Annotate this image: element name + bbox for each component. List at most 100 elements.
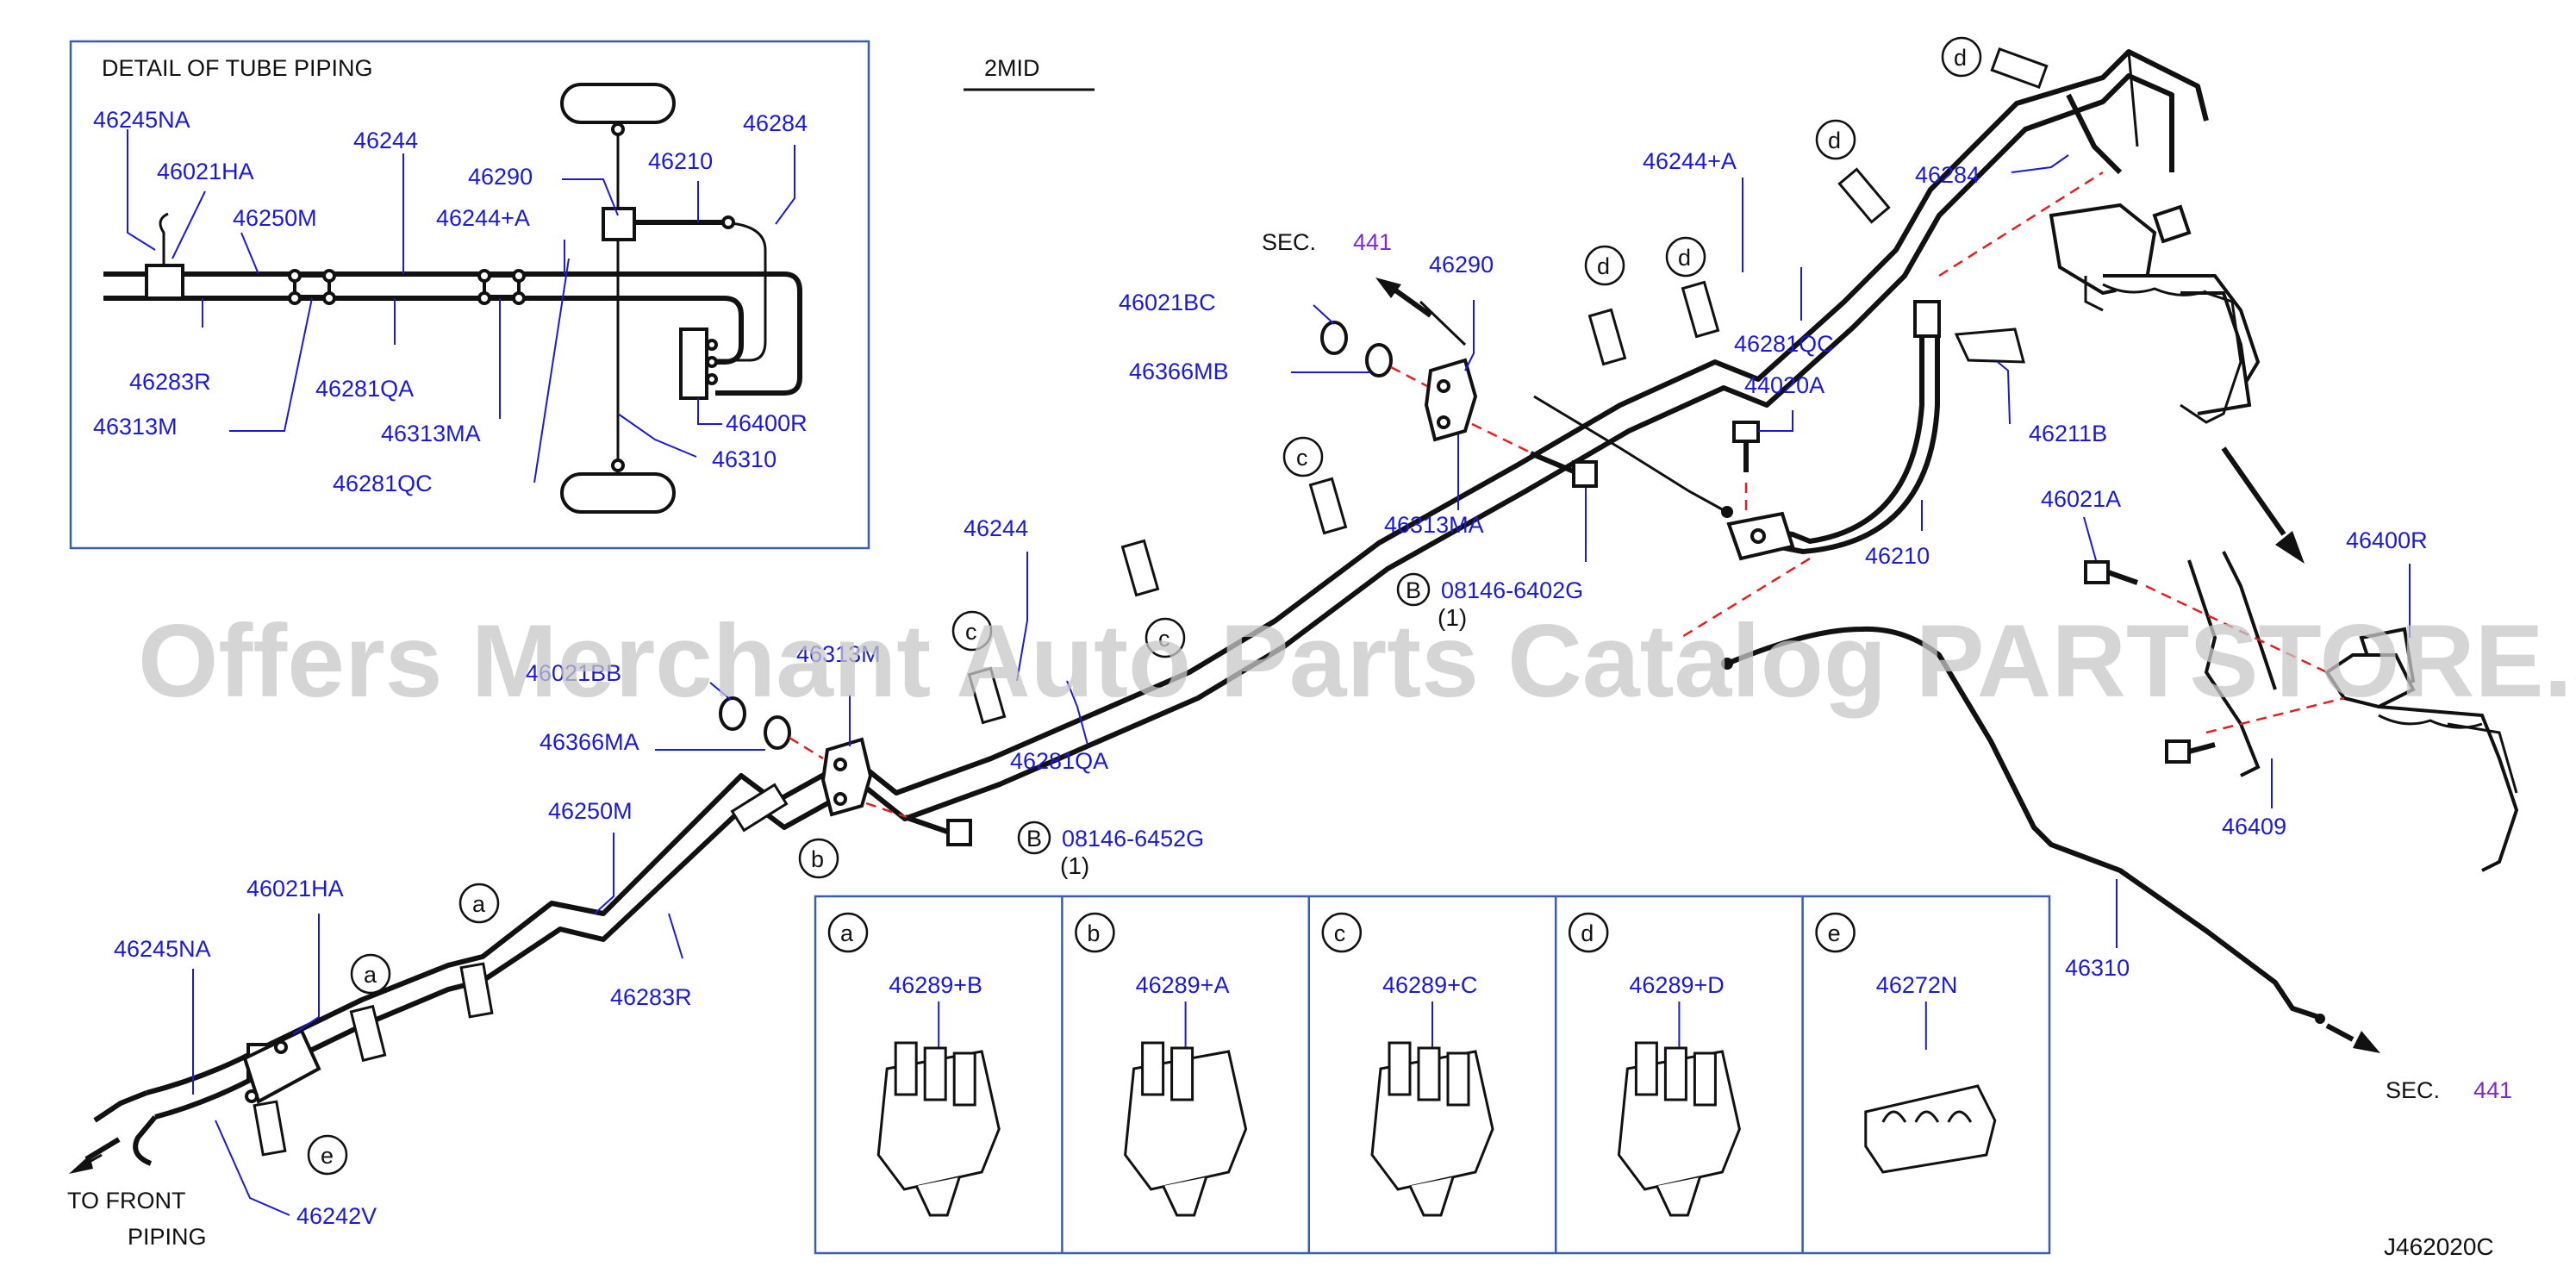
label-08146-6402G: 08146-6402G [1441, 577, 1583, 603]
bolt-08146-6452G [946, 819, 972, 846]
detail-valve [679, 328, 708, 400]
label-46400R: 46400R [2346, 527, 2428, 553]
tube-clip-a2 [349, 1004, 387, 1063]
detail-label-46313MA: 46313MA [381, 421, 481, 446]
tube-clip-d1 [1587, 308, 1627, 366]
tube-clip-a1 [459, 962, 494, 1019]
tube-clip-c3 [1308, 477, 1348, 535]
tube-run-upper [146, 49, 2209, 1095]
label-46281QA: 46281QA [1010, 748, 1108, 774]
line-46310 [1725, 626, 2319, 1020]
washer-46366MA [764, 715, 791, 750]
arrow-down-caliper [2275, 531, 2305, 564]
washer-46021BC [1320, 321, 1348, 355]
label-46242V: 46242V [296, 1203, 377, 1229]
clip-46211B [1954, 328, 2025, 364]
detail-label-46283R: 46283R [129, 369, 211, 395]
clip-cell-letter: d [1581, 920, 1594, 946]
marker-d-2: d [1678, 245, 1691, 271]
clip-cell-part: 46272N [1876, 972, 1958, 998]
tube-clip-e [253, 1100, 287, 1157]
marker-bolt-b-upper: B [1406, 577, 1421, 603]
label-46281QC: 46281QC [1734, 331, 1834, 357]
main-tube-assembly [69, 47, 2519, 1174]
clip-cell-letter: e [1828, 920, 1841, 946]
label-46021BB: 46021BB [526, 660, 621, 686]
detail-label-46281QC: 46281QC [333, 471, 433, 496]
detail-tube-lower [103, 296, 744, 365]
marker-d-1: d [1597, 253, 1610, 279]
label-46021A: 46021A [2041, 486, 2121, 512]
tube-clip-d3 [1837, 167, 1891, 224]
label-46310: 46310 [2065, 955, 2130, 981]
tube-clip-c2 [1120, 539, 1160, 597]
watermark: Offers Merchant Auto Parts Catalog PARTS… [138, 603, 2576, 719]
detail-label-46244: 46244 [353, 128, 418, 153]
label-46250M: 46250M [548, 798, 633, 824]
sec-arrow-upper [1375, 278, 1401, 298]
front-piping-line1: TO FRONT [67, 1188, 186, 1213]
detail-wheel-top [560, 83, 676, 124]
clip-cell-part: 46289+A [1136, 972, 1230, 998]
label-46283R: 46283R [610, 984, 692, 1010]
sec-label-upper: SEC. [1262, 229, 1316, 255]
label-46313MA: 46313MA [1384, 512, 1484, 538]
tube-clip-b [730, 783, 789, 833]
clip-cell-c: c 46289+C [1321, 912, 1494, 1217]
detail-label-46250M: 46250M [233, 205, 317, 231]
sec-number-lower: 441 [2473, 1077, 2512, 1103]
marker-d-4: d [1954, 45, 1967, 71]
marker-b: b [811, 846, 824, 872]
clip-cell-b: b 46289+A [1075, 912, 1248, 1217]
label-46021BC: 46021BC [1119, 290, 1216, 315]
detail-label-46210: 46210 [648, 148, 713, 174]
label-08146-6452G: 08146-6452G [1062, 826, 1204, 852]
sec-label-lower: SEC. [2386, 1077, 2440, 1103]
detail-title: DETAIL OF TUBE PIPING [102, 55, 373, 81]
washer-46021BB [719, 696, 746, 731]
clip-cell-letter: b [1087, 920, 1100, 946]
hose-46210 [1747, 310, 1924, 544]
marker-a-2: a [472, 891, 486, 917]
clip-cell-part: 46289+B [889, 972, 982, 998]
detail-label-46400R: 46400R [726, 410, 808, 436]
bolt-44020A [1732, 421, 1760, 443]
detail-junction [602, 207, 636, 241]
detail-label-46313M: 46313M [93, 414, 178, 440]
label-46284: 46284 [1915, 162, 1980, 188]
clip-cell-icon [1617, 1041, 1741, 1217]
label-46211B: 46211B [2029, 421, 2107, 446]
qty-08146-6402G: (1) [1438, 604, 1467, 631]
caliper-upper [2049, 203, 2261, 424]
clip-cell-part: 46289+C [1382, 972, 1477, 998]
front-piping-line2: PIPING [128, 1224, 207, 1250]
detail-label-46245NA: 46245NA [93, 107, 190, 133]
clip-cell-icon [1864, 1084, 1997, 1174]
detail-label-46290: 46290 [468, 164, 533, 190]
label-46021HA: 46021HA [246, 876, 344, 902]
clip-cell-icon [1124, 1041, 1248, 1217]
bolt-08146-6402G [1572, 460, 1598, 488]
detail-front-junction [145, 264, 184, 300]
bolt-46409 [2165, 739, 2191, 764]
marker-bolt-b-lower: B [1026, 826, 1042, 852]
marker-e: e [321, 1143, 334, 1169]
tube-clip-d2 [1681, 280, 1720, 339]
main-leaders [192, 154, 2411, 1216]
clip-markers: a a e b c c c d d d d B B [307, 36, 1982, 1176]
detail-label-46281QA: 46281QA [315, 376, 414, 402]
detail-label-46284: 46284 [743, 110, 808, 136]
tube-clip-d4 [1990, 47, 2049, 90]
clip-cell-letter: c [1334, 920, 1346, 946]
detail-label-46310: 46310 [712, 446, 777, 472]
clip-cell-icon [876, 1041, 1001, 1217]
label-46366MA: 46366MA [540, 729, 639, 755]
connector-46313M [820, 737, 873, 817]
qty-08146-6452G: (1) [1060, 852, 1089, 879]
marker-c-3: c [1158, 626, 1170, 652]
clip-cell-icon [1370, 1041, 1494, 1217]
main-labels: SEC. 441 46290 46021BC 46366MB 46313MA 0… [67, 148, 2512, 1250]
detail-label-46244A: 46244+A [436, 205, 530, 231]
label-46409: 46409 [2222, 814, 2286, 839]
